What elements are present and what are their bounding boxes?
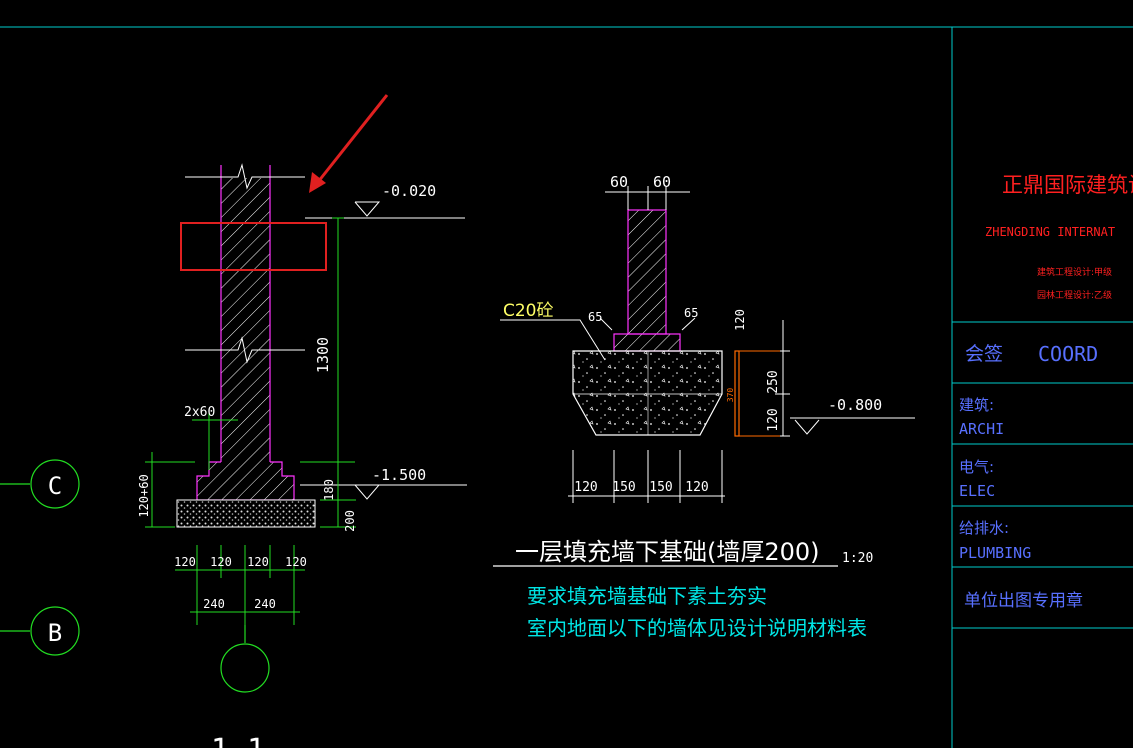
- dim-bottom-2: 120: [210, 555, 232, 569]
- note-line-2: 室内地面以下的墙体见设计说明材料表: [527, 616, 867, 640]
- dim-bottom-2: 150: [612, 480, 635, 495]
- gravel-bed: [176, 499, 316, 528]
- dim-right-top: 120: [733, 309, 747, 331]
- row-elec-en: ELEC: [959, 482, 995, 500]
- highlight-box: [180, 222, 327, 271]
- footing-title: 一层填充墙下基础(墙厚200): [515, 538, 820, 566]
- row-plumbing-en: PLUMBING: [959, 544, 1031, 562]
- axis-bubble-icon: [220, 643, 270, 693]
- dim-right-middle: 250: [766, 370, 781, 393]
- level-bottom-label: -1.500: [372, 466, 426, 484]
- note-65-left: 65: [588, 310, 602, 324]
- concrete-footing: [572, 350, 723, 436]
- dim-right-total: 370: [726, 388, 735, 403]
- row-elec-cn: 电气:: [959, 458, 994, 476]
- axis-b-label: B: [48, 619, 62, 647]
- dim-right-bottom: 120: [766, 408, 781, 431]
- dim-footing: 180: [322, 479, 336, 501]
- dimension-lines: [145, 217, 356, 625]
- level-marker-icon: [354, 201, 381, 217]
- break-line-icon: [185, 163, 305, 364]
- footing-scale: 1:20: [842, 551, 873, 566]
- dim-bottom-4: 120: [685, 480, 708, 495]
- dim-second-2: 240: [254, 597, 276, 611]
- dim-bottom-3: 150: [649, 480, 672, 495]
- level-marker-icon: [354, 484, 381, 500]
- row-plumbing-cn: 给排水:: [959, 519, 1009, 537]
- axis-bubble-icon: [30, 606, 80, 656]
- dim-bottom-4: 120: [285, 555, 307, 569]
- dim-bottom-3: 120: [247, 555, 269, 569]
- level-label: -0.800: [828, 396, 882, 414]
- infill-footing: 60 60 65 65 C20砼 120 250 120 370 -0.800 …: [493, 173, 915, 640]
- section-1-1: -0.020 -1.500 1300 120+60 180 2: [0, 94, 467, 748]
- axis-bubble-icon: [30, 459, 80, 509]
- dim-second-1: 240: [203, 597, 225, 611]
- dim-base: 200: [343, 510, 357, 532]
- level-top-label: -0.020: [382, 182, 436, 200]
- infill-wall: [627, 209, 667, 335]
- dim-top-right: 60: [653, 173, 671, 191]
- dim-height: 1300: [314, 337, 332, 373]
- dim-bottom-1: 120: [574, 480, 597, 495]
- level-marker-icon: [794, 419, 820, 435]
- row-archi-cn: 建筑:: [959, 396, 994, 414]
- wall-hatch: [197, 178, 294, 500]
- section-label: 1—1: [211, 733, 265, 748]
- countersign-en: COORD: [1038, 342, 1098, 366]
- material-label: C20砼: [503, 301, 554, 321]
- red-arrow-annotation: [309, 94, 389, 193]
- dims-bottom-row: 120 120 120 120 240 240: [174, 555, 307, 611]
- dim-bottom-1: 120: [174, 555, 196, 569]
- qualification-2: 园林工程设计:乙级: [1037, 289, 1112, 301]
- note-65-right: 65: [684, 306, 698, 320]
- company-name-cn: 正鼎国际建筑设: [1002, 173, 1133, 197]
- dim-top-left: 60: [610, 173, 628, 191]
- row-archi-en: ARCHI: [959, 420, 1004, 438]
- qualification-1: 建筑工程设计:甲级: [1037, 266, 1112, 278]
- company-name-en: ZHENGDING INTERNAT: [985, 225, 1115, 239]
- axis-c-label: C: [48, 472, 62, 500]
- note-line-1: 要求填充墙基础下素土夯实: [527, 584, 767, 608]
- title-block: 正鼎国际建筑设 ZHENGDING INTERNAT 建筑工程设计:甲级 园林工…: [952, 173, 1133, 629]
- infill-wall-step: [613, 333, 681, 352]
- dim-step: 120+60: [137, 474, 151, 517]
- dim-step-note: 2x60: [184, 405, 215, 420]
- countersign-label: 会签: [965, 343, 1003, 365]
- stamp-label: 单位出图专用章: [964, 591, 1083, 611]
